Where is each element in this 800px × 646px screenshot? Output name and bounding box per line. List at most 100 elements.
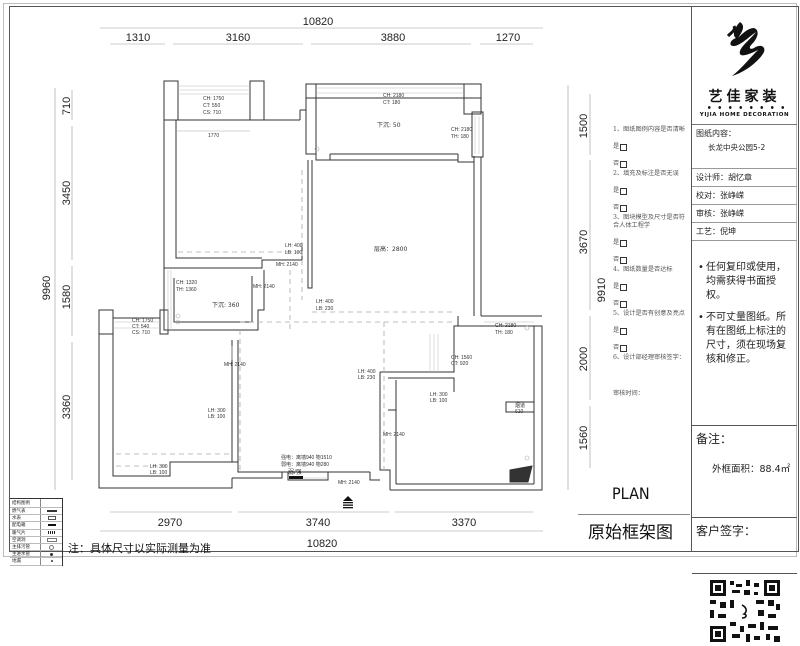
anno-beam-center-lb: LB: 230 bbox=[358, 375, 375, 381]
distribution-box-icon bbox=[41, 524, 62, 527]
dim-top-2: 3160 bbox=[226, 32, 250, 44]
anno-door-se: MH: 2140 bbox=[383, 432, 405, 438]
anno-beam-1-lb: LB: 100 bbox=[285, 250, 302, 256]
yes-checkbox[interactable] bbox=[620, 239, 628, 247]
beam-lines bbox=[116, 170, 454, 470]
checklist-item-3: 3、图块模型及尺寸是否符合人体工程学 是 否 bbox=[613, 214, 691, 264]
anno-balcony-n-side-2: TH: 180 bbox=[451, 134, 469, 140]
anno-kitchen-win-1: CH: 1560 bbox=[451, 355, 472, 361]
anno-door-sw: MH: 2140 bbox=[224, 362, 246, 368]
yes-checkbox[interactable] bbox=[620, 187, 628, 195]
checklist-question: 1、图纸图例内容是否清晰 bbox=[613, 126, 685, 133]
review-time-label: 审核时间： bbox=[613, 390, 644, 397]
frame-area: 外框面积：88.4㎡ bbox=[712, 464, 791, 475]
brand-name-en: YIJIA HOME DECORATION bbox=[699, 112, 790, 118]
anno-electric-label: 弱/强 bbox=[288, 469, 302, 476]
anno-shaft-label: 烟道 bbox=[515, 402, 525, 409]
no-checkbox[interactable] bbox=[620, 256, 628, 264]
anno-door-1: MH: 2140 bbox=[276, 262, 298, 268]
dimension-lines bbox=[54, 27, 591, 532]
anno-beam-2-lh: LH: 400 bbox=[316, 299, 334, 305]
anno-electric-strong: 强电：离墙940 物1510 bbox=[281, 454, 332, 461]
anno-electric-weak: 弱电：离墙940 物280 bbox=[281, 461, 329, 468]
anno-beam-se-lb: LB: 100 bbox=[430, 398, 447, 404]
proofreader: 校对：张峥嵘 bbox=[692, 187, 797, 205]
yes-label: 是 bbox=[613, 187, 620, 194]
anno-beam-sw-low-lh: LH: 300 bbox=[150, 464, 168, 470]
living-height: 层高：2800 bbox=[374, 245, 407, 253]
floor-drain-icon bbox=[41, 560, 62, 563]
anno-beam-sw-lh: LH: 300 bbox=[208, 408, 226, 414]
anno-beam-2-lb: LB: 230 bbox=[316, 306, 333, 312]
pipes bbox=[175, 146, 530, 461]
legend-item: 水表 bbox=[10, 515, 41, 522]
legend-item: 空调洞 bbox=[10, 536, 41, 543]
content-label: 图纸内容： bbox=[696, 129, 736, 138]
dim-left-2: 3450 bbox=[61, 181, 73, 205]
anno-bathroom-drop: 下沉: 360 bbox=[212, 301, 240, 309]
yes-checkbox[interactable] bbox=[620, 283, 628, 291]
legend-item: 暖气片 bbox=[10, 529, 41, 536]
anno-bathroom-door: MH: 2140 bbox=[253, 284, 275, 290]
anno-shaft-size: 610 bbox=[515, 409, 524, 415]
qr-code-icon bbox=[708, 578, 782, 644]
dim-right-1: 1500 bbox=[578, 114, 590, 138]
legend-item: 主排污管 bbox=[10, 543, 41, 551]
gas-meter-icon bbox=[41, 510, 62, 512]
checklist-question: 5、设计是否有创意及亮点 bbox=[613, 310, 685, 317]
walls bbox=[98, 80, 543, 491]
yes-label: 是 bbox=[613, 283, 620, 290]
content-value: 长龙中央公园5-2 bbox=[708, 143, 766, 152]
notice-measure: 不可丈量图纸。所有在图纸上标注的尺寸，须在现场复核和修正。 bbox=[706, 312, 786, 365]
outer-frame bbox=[3, 3, 797, 557]
no-checkbox[interactable] bbox=[620, 204, 628, 212]
drawing-frame bbox=[9, 6, 799, 552]
anno-balcony-n-2: CT: 180 bbox=[383, 100, 400, 106]
structure-legend: 结构图例 燃气表 水表 配电箱 暖气片 空调洞 主排污管 主进水管 地漏 bbox=[10, 498, 63, 566]
anno-balcony-nw-3: CS: 710 bbox=[203, 110, 221, 116]
anno-entry-door: MH: 2140 bbox=[338, 480, 360, 486]
no-label: 否 bbox=[613, 160, 620, 167]
yes-checkbox[interactable] bbox=[620, 143, 628, 151]
no-checkbox[interactable] bbox=[620, 300, 628, 308]
yes-checkbox[interactable] bbox=[620, 327, 628, 335]
dim-left-3: 1580 bbox=[61, 285, 73, 309]
checklist-item-1: 1、图纸图例内容是否清晰 是 否 bbox=[613, 126, 691, 168]
customer-signature[interactable]: 客户签字： bbox=[692, 518, 797, 574]
anno-beam-center-lh: LH: 400 bbox=[358, 369, 376, 375]
legend-item: 主进水管 bbox=[10, 551, 41, 558]
remark-label: 备注： bbox=[696, 432, 733, 446]
no-checkbox[interactable] bbox=[620, 160, 628, 168]
company-logo: 艺佳家装 YIJIA HOME DECORATION bbox=[692, 6, 797, 125]
water-meter-icon bbox=[41, 516, 62, 521]
reviewer: 审核：张峥嵘 bbox=[692, 205, 797, 223]
dim-right-2: 3670 bbox=[578, 230, 590, 254]
review-checklist: 1、图纸图例内容是否清晰 是 否 2、填充及标注是否无误 是 否 3、图块模型及… bbox=[613, 126, 691, 398]
anno-beam-1-lh: LH: 400 bbox=[285, 243, 303, 249]
anno-balcony-sw-1: CH: 1750 bbox=[132, 318, 153, 324]
radiator-icon bbox=[41, 531, 62, 535]
dim-top-1: 1310 bbox=[126, 32, 150, 44]
plan-subtitle: 原始框架图 bbox=[588, 523, 673, 543]
title-block: 艺佳家装 YIJIA HOME DECORATION 图纸内容： 长龙中央公园5… bbox=[691, 6, 797, 644]
title-divider bbox=[578, 514, 690, 515]
qr-code bbox=[692, 574, 797, 646]
dim-top-total: 10820 bbox=[303, 16, 334, 28]
no-checkbox[interactable] bbox=[620, 344, 628, 352]
brand-mark-icon bbox=[726, 22, 765, 76]
anno-balcony-se-2: TH: 180 bbox=[495, 330, 513, 336]
checklist-question: 2、填充及标注是否无误 bbox=[613, 170, 679, 177]
checklist-item-5: 5、设计是否有创意及亮点 是 否 bbox=[613, 310, 691, 352]
dim-bottom-total: 10820 bbox=[307, 538, 338, 550]
signature-label: 客户签字： bbox=[696, 524, 757, 538]
anno-beam-sw-low-lb: LB: 100 bbox=[150, 470, 167, 476]
no-label: 否 bbox=[613, 300, 620, 307]
legend-title: 结构图例 bbox=[10, 499, 41, 507]
yes-label: 是 bbox=[613, 239, 620, 246]
anno-balcony-nw-1: CH: 1750 bbox=[203, 96, 224, 102]
anno-bathroom-win-1: CH: 1320 bbox=[176, 280, 197, 286]
remarks-section: 备注： 外框面积：88.4㎡ bbox=[692, 426, 797, 518]
dim-right-4: 1560 bbox=[578, 426, 590, 450]
legend-item: 配电箱 bbox=[10, 522, 41, 529]
yes-label: 是 bbox=[613, 143, 620, 150]
